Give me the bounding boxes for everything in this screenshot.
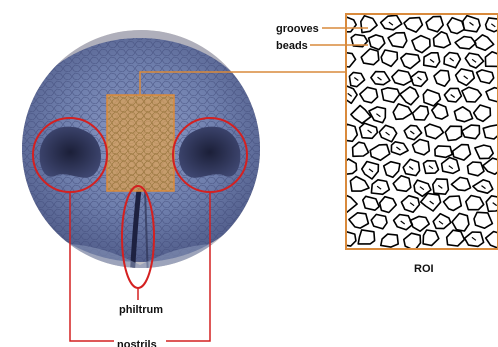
grooves-label: grooves — [276, 23, 319, 35]
roi-marker — [107, 95, 174, 191]
nostrils-label: nostrils — [117, 339, 157, 347]
roi-label: ROI — [414, 263, 434, 275]
roi-zoom-panel — [338, 14, 498, 251]
philtrum-label: philtrum — [119, 304, 163, 316]
beads-label: beads — [276, 40, 308, 52]
